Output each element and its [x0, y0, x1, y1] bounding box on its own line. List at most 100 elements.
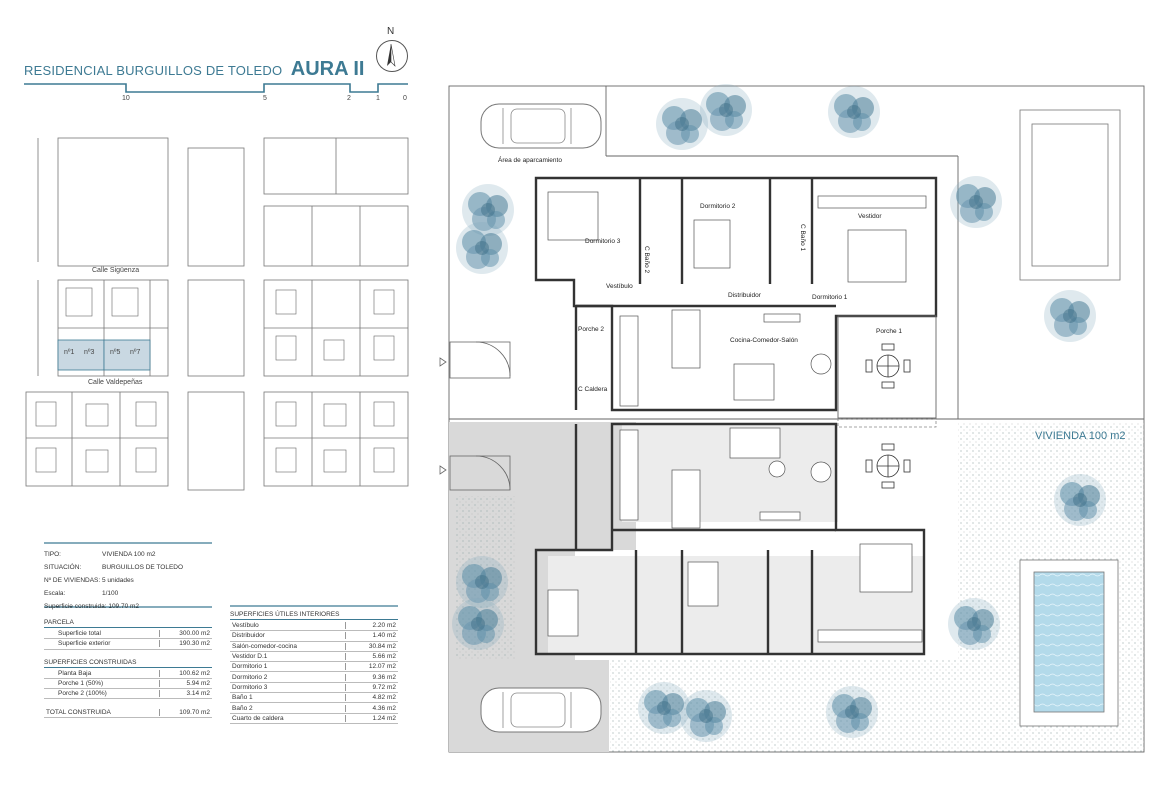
project-info: TIPO:VIVIENDA 100 m2 SITUACIÓN:BURGUILLO…	[44, 548, 212, 613]
info-key: Superficie construida:	[44, 603, 107, 610]
table-rules	[44, 542, 398, 608]
info-row: Escala: 1/100	[44, 587, 212, 600]
row-label: Vestidor D.1	[232, 653, 268, 661]
tree-icon	[456, 222, 508, 274]
tree-icon	[452, 598, 504, 650]
room-label-cbano-2: C Baño 2	[643, 246, 650, 274]
info-row: TIPO: VIVIENDA 100 m2	[44, 548, 212, 561]
north-compass-icon	[376, 40, 408, 72]
title-main: AURA II	[290, 58, 365, 80]
row-label: Porche 2 (100%)	[58, 690, 107, 698]
tree-icon	[950, 176, 1002, 228]
pool-top-unit	[1019, 109, 1121, 281]
table-row: Superficie total 300.00 m2	[44, 629, 212, 640]
street-label-siguenza: Calle Sigüenza	[92, 267, 140, 274]
row-value: 9.36 m2	[345, 673, 398, 681]
parking-label: Área de aparcamiento	[498, 157, 562, 164]
dashed-porch	[837, 418, 937, 428]
lot-label-3: nº3	[84, 349, 95, 356]
tree-icon	[700, 84, 752, 136]
row-label: Planta Baja	[58, 669, 92, 677]
lot-label-1: nº1	[64, 349, 75, 356]
row-value: 2.20 m2	[345, 622, 398, 630]
row-value: 190.30 m2	[159, 640, 212, 648]
info-value: 5 unidades	[102, 577, 134, 584]
total-label: TOTAL CONSTRUIDA	[46, 708, 111, 716]
table-row: Porche 2 (100%) 3.14 m2	[44, 689, 212, 700]
north-label: N	[387, 26, 395, 37]
tree-icon	[1044, 290, 1096, 342]
vivienda-label: VIVIENDA 100 m2	[1035, 430, 1126, 442]
row-value: 5.66 m2	[345, 653, 398, 661]
row-label: Dormitorio 1	[232, 663, 268, 671]
row-label: Baño 2	[232, 704, 253, 712]
room-label-dormitorio-2: Dormitorio 2	[700, 203, 736, 210]
title-prefix: RESIDENCIAL BURGUILLOS DE TOLEDO	[24, 63, 283, 78]
row-value: 1.40 m2	[345, 632, 398, 640]
table-row: Planta Baja 100.62 m2	[44, 669, 212, 679]
scale-tick-5: 5	[263, 95, 267, 102]
table-row: Superficie exterior 190.30 m2	[44, 639, 212, 650]
info-value: 1/100	[102, 590, 119, 597]
table-row: Vestíbulo 2.20 m2	[230, 621, 398, 632]
tree-icon	[948, 598, 1000, 650]
row-value: 12.07 m2	[345, 663, 398, 671]
site-plan	[25, 137, 409, 491]
tree-icon	[656, 98, 708, 150]
scale-tick-0: 0	[403, 95, 407, 102]
site-highlighted-lots	[35, 287, 395, 473]
room-label-vestidor: Vestidor	[858, 213, 882, 220]
scale-tick-10: 10	[122, 95, 130, 102]
parcela-title: PARCELA	[44, 618, 212, 628]
scale-tick-2: 2	[347, 95, 351, 102]
row-label: Superficie total	[58, 630, 101, 638]
info-key: Escala:	[44, 590, 66, 597]
row-value: 100.62 m2	[159, 669, 212, 677]
porch-1-outline	[837, 315, 937, 419]
scale-tick-1: 1	[376, 95, 380, 102]
info-row: Superficie construida: 109.70 m2	[44, 600, 212, 613]
furniture	[547, 191, 927, 643]
row-label: Vestíbulo	[232, 622, 259, 630]
street-label-valdepenas: Calle Valdepeñas	[88, 379, 143, 386]
porch-table-top	[865, 343, 911, 389]
room-label-caldera: C Caldera	[578, 386, 608, 393]
room-label-distribuidor: Distribuidor	[728, 292, 761, 299]
room-label-dormitorio-1: Dormitorio 1	[812, 294, 848, 301]
info-row: Nº DE VIVIENDAS:5 unidades	[44, 574, 212, 587]
room-label-porche-1: Porche 1	[876, 328, 903, 335]
utiles-table: SUPERFICIES ÚTILES INTERIORES Vestíbulo 2…	[230, 610, 398, 724]
row-value: 4.36 m2	[345, 704, 398, 712]
tree-icon	[828, 86, 880, 138]
project-title: RESIDENCIAL BURGUILLOS DE TOLEDO AURA II	[24, 58, 364, 81]
table-row: Baño 2 4.36 m2	[230, 703, 398, 714]
room-label-porche-2: Porche 2	[578, 326, 605, 333]
house-top-walls	[534, 176, 938, 412]
row-value: 9.72 m2	[345, 683, 398, 691]
scale-bar	[24, 83, 408, 93]
row-value: 3.14 m2	[159, 690, 212, 698]
table-row: Vestidor D.1 5.66 m2	[230, 652, 398, 663]
row-label: Salón-comedor-cocina	[232, 642, 298, 650]
car-icon	[480, 103, 602, 149]
north-arrow-icon	[387, 43, 396, 67]
info-value: VIVIENDA 100 m2	[102, 551, 156, 558]
row-label: Distribuidor	[232, 632, 265, 640]
table-row: Distribuidor 1.40 m2	[230, 631, 398, 642]
utiles-title: SUPERFICIES ÚTILES INTERIORES	[230, 610, 398, 620]
row-value: 300.00 m2	[159, 630, 212, 638]
info-value: 109.70 m2	[108, 603, 140, 610]
house-bottom-walls	[534, 422, 926, 656]
row-label: Superficie exterior	[58, 640, 111, 648]
row-label: Porche 1 (50%)	[58, 680, 104, 688]
info-key: SITUACIÓN:	[44, 564, 82, 571]
row-label: Cuarto de caldera	[232, 714, 284, 722]
info-key: TIPO:	[44, 551, 61, 558]
